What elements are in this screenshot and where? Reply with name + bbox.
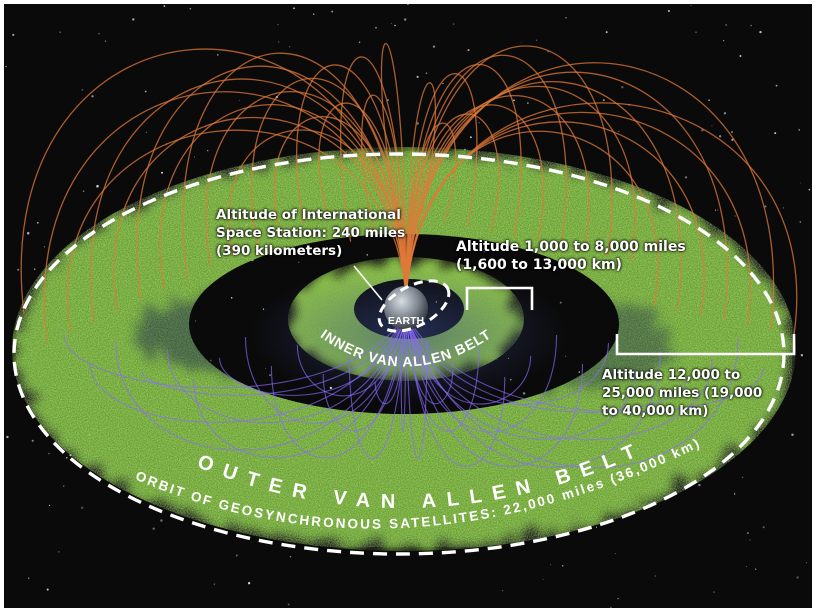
field-line xyxy=(296,313,407,397)
field-line xyxy=(296,64,407,299)
field-line xyxy=(228,129,407,299)
field-line xyxy=(63,313,407,389)
field-line xyxy=(348,313,407,459)
diagram-canvas: INNER VAN ALLEN BELT OUTER VAN ALLEN BEL… xyxy=(4,4,812,608)
field-line xyxy=(89,313,407,423)
field-line xyxy=(405,130,659,306)
iss-label-line: (390 kilometers) xyxy=(216,243,343,259)
field-line xyxy=(405,313,687,413)
field-line xyxy=(374,313,407,405)
magnetic-field-lines xyxy=(20,43,798,469)
field-line xyxy=(405,313,713,441)
outer-altitude-bracket xyxy=(615,334,796,356)
field-line xyxy=(167,313,407,424)
earth-globe xyxy=(384,286,428,330)
field-line xyxy=(405,313,428,460)
outer-belt-altitude-label: Altitude 12,000 to 25,000 miles (19,000 … xyxy=(602,366,762,420)
field-line xyxy=(67,129,407,333)
field-line xyxy=(405,313,558,433)
inner-altitude-bracket xyxy=(465,286,534,310)
field-line xyxy=(405,313,635,440)
field-line xyxy=(405,54,567,299)
inner-altitude-line: Altitude 1,000 to 8,000 miles xyxy=(456,239,686,255)
field-line xyxy=(405,313,765,413)
field-line xyxy=(141,313,407,396)
iss-altitude-label: Altitude of International Space Station:… xyxy=(216,206,405,260)
van-allen-belts-diagram: INNER VAN ALLEN BELT OUTER VAN ALLEN BEL… xyxy=(4,4,812,608)
field-line xyxy=(405,63,522,299)
inner-altitude-line: (1,600 to 13,000 km) xyxy=(456,257,622,273)
field-line xyxy=(405,102,798,336)
inner-belt-altitude-label: Altitude 1,000 to 8,000 miles (1,600 to … xyxy=(456,238,686,274)
iss-pointer-line xyxy=(353,265,383,301)
field-line xyxy=(182,52,407,299)
field-line xyxy=(405,62,775,331)
field-line xyxy=(405,81,682,311)
outer-altitude-line: to 40,000 km) xyxy=(602,403,709,419)
field-line xyxy=(219,313,407,396)
iss-label-line: Altitude of International xyxy=(216,207,401,223)
field-line xyxy=(405,82,437,299)
field-line xyxy=(244,313,407,424)
field-line xyxy=(380,43,407,299)
field-line xyxy=(400,313,407,432)
field-line xyxy=(193,313,407,458)
field-line xyxy=(270,313,407,459)
field-line xyxy=(405,71,728,321)
iss-label-line: Space Station: 240 miles xyxy=(216,225,406,241)
field-line xyxy=(405,95,590,299)
field-line xyxy=(405,313,739,469)
field-line xyxy=(205,90,407,299)
field-line xyxy=(43,91,407,344)
field-line xyxy=(318,102,407,299)
field-line xyxy=(405,73,478,299)
field-line xyxy=(90,78,407,322)
field-line xyxy=(405,104,545,299)
field-line xyxy=(405,313,506,467)
field-line xyxy=(113,116,407,311)
earth-label: EARTH xyxy=(388,315,424,327)
field-line xyxy=(361,94,407,299)
outer-altitude-line: 25,000 miles (19,000 xyxy=(602,385,763,401)
field-line xyxy=(20,48,407,315)
iss-orbit-ring xyxy=(377,279,451,333)
field-line xyxy=(322,313,407,432)
outer-altitude-line: Altitude 12,000 to xyxy=(602,367,741,383)
core-glow xyxy=(249,264,569,404)
